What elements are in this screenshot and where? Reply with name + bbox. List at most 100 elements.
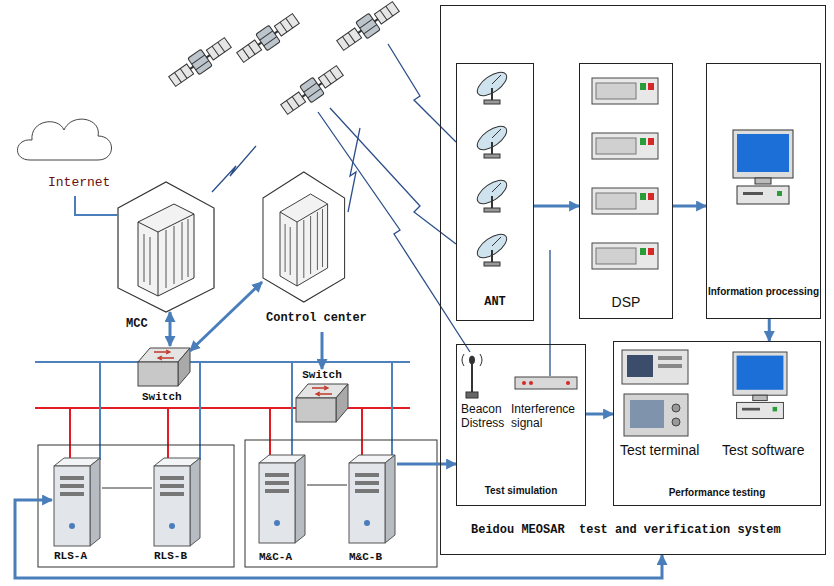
satellite-link: [212, 146, 256, 192]
internet-cloud: [17, 119, 111, 160]
testing-box: Test terminalTest softwarePerformance te…: [613, 341, 821, 506]
satellite-link: [330, 108, 456, 244]
interference-device: [566, 381, 570, 385]
server-tower: [54, 458, 100, 546]
test-instrument: [630, 400, 664, 428]
antenna-dish: [473, 68, 510, 104]
node-label: Test software: [722, 442, 820, 458]
test-instrument: [658, 364, 682, 368]
server-tower: [154, 458, 200, 546]
network-bus: [361, 408, 363, 456]
connector: [768, 319, 771, 341]
node-label: Internet: [48, 176, 110, 191]
connector: [102, 488, 152, 489]
server-tower: [349, 455, 395, 543]
switch-icon: [296, 384, 348, 422]
test-instrument: [624, 394, 688, 436]
group-box: [38, 445, 234, 567]
node-label: Test simulation: [457, 485, 585, 497]
antenna-dish: [473, 176, 510, 212]
connector: [534, 205, 579, 208]
connector: [169, 312, 172, 346]
connector: [75, 196, 118, 215]
test-instrument: [622, 350, 688, 384]
signal-wire: [549, 250, 550, 376]
node-label: Beidou MEOSAR test and verification syst…: [471, 524, 781, 538]
satellites: [166, 0, 401, 118]
beacon-antenna: [462, 354, 482, 398]
connector: [673, 205, 706, 208]
satellite-link: [212, 44, 470, 352]
node-label: Control center: [266, 312, 367, 326]
connector: [397, 463, 456, 466]
internet-cloud: [17, 119, 111, 160]
antenna-dish: [473, 122, 510, 158]
test-instrument: [672, 404, 680, 412]
network-bus: [35, 361, 410, 363]
node-label: Test terminal: [620, 442, 724, 458]
node-label: RLS-A: [54, 550, 87, 563]
switch-node: Switch: [296, 369, 348, 423]
antenna-dish: [473, 68, 510, 266]
switch-icon: [138, 348, 348, 422]
node-label: Interference signal: [511, 403, 585, 431]
connector: [321, 332, 324, 369]
cloud-node: Internet: [18, 110, 118, 196]
server-node: RLS-B: [152, 458, 202, 548]
satellites: [278, 62, 345, 117]
building-node: Control center: [262, 172, 387, 332]
computer-monitor: [733, 130, 793, 419]
server-node: M&C-B: [347, 455, 397, 545]
processing-box: Information processing: [706, 63, 821, 319]
antenna-box: ANT: [456, 63, 534, 321]
network-bus: [69, 408, 71, 460]
switch-icon: [138, 348, 190, 386]
node-label: Beacon Distress: [461, 403, 511, 431]
dsp-device: [592, 78, 658, 104]
test-instrument: [658, 356, 682, 360]
network-bus: [291, 362, 293, 456]
connector: [190, 282, 262, 351]
connector: [586, 413, 613, 416]
network-bus: [269, 408, 271, 456]
simulation-box: Beacon DistressInterference signalTest s…: [456, 344, 586, 506]
server-node: M&C-A: [257, 455, 307, 545]
node-label: Information processing: [707, 286, 820, 298]
building: [118, 172, 345, 312]
group-box: [245, 440, 437, 567]
connector: [15, 500, 662, 578]
test-instrument: [622, 350, 688, 436]
node-label: DSP: [580, 294, 672, 310]
building: [118, 182, 214, 312]
beacon-antenna: [466, 392, 478, 398]
building-node: MCC: [118, 182, 216, 312]
satellites: [234, 10, 301, 65]
interference-device: [529, 381, 533, 385]
node-label: MCC: [126, 318, 148, 332]
node-label: M&C-A: [259, 551, 292, 564]
computer-monitor: [733, 352, 787, 419]
satellites: [334, 0, 401, 54]
dsp-device: [592, 188, 658, 214]
server-tower: [54, 455, 395, 546]
switch-node: Switch: [138, 346, 190, 388]
interference-device: [522, 381, 526, 385]
building: [263, 172, 345, 302]
interference-device: [515, 377, 577, 389]
beacon-antenna: [471, 362, 473, 396]
network-bus: [167, 408, 169, 460]
satellites: [166, 34, 233, 89]
dsp-box: DSP: [579, 63, 673, 319]
group-box: [38, 440, 437, 567]
network-bus: [391, 362, 393, 456]
node-label: RLS-B: [154, 550, 187, 563]
network-bus: [35, 407, 410, 409]
server-tower: [259, 455, 305, 543]
dsp-device: [592, 133, 658, 159]
node-label: Performance testing: [614, 487, 820, 499]
server-node: RLS-A: [52, 458, 102, 548]
satellite-link: [388, 44, 456, 142]
antenna-dish: [473, 230, 510, 266]
system-box: Beidou MEOSAR test and verification syst…: [440, 5, 826, 555]
